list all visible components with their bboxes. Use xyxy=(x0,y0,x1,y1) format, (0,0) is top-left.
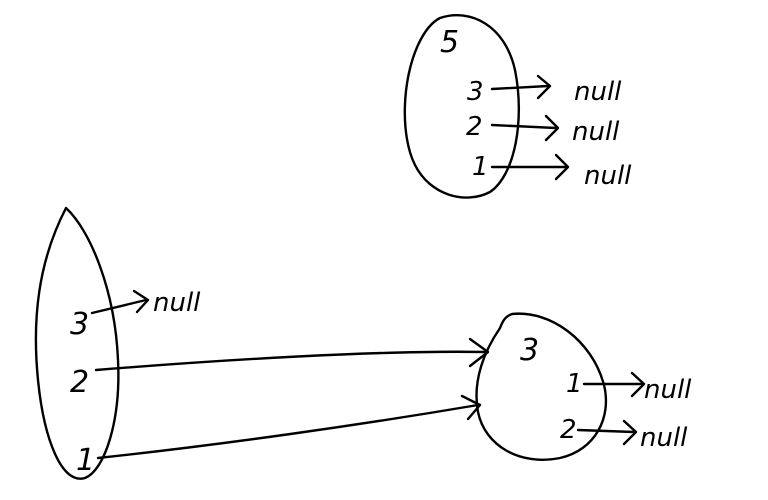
top-node-outline xyxy=(403,14,521,199)
right-node: 3 1 null 2 null xyxy=(475,312,692,461)
arrow-head xyxy=(544,114,560,142)
arrow-head xyxy=(554,153,570,181)
right-entry-key: 1 xyxy=(566,369,583,399)
pointers xyxy=(94,337,490,460)
top-entry-key: 3 xyxy=(467,77,484,107)
pointer-2-head xyxy=(468,337,490,368)
null-label: null xyxy=(572,117,620,147)
arrow-line xyxy=(90,298,148,315)
null-label: null xyxy=(640,423,688,453)
null-label: null xyxy=(584,161,632,191)
arrow-line xyxy=(490,123,558,130)
left-entry-key: 2 xyxy=(70,365,89,400)
arrow-line xyxy=(576,428,636,434)
arrow-head xyxy=(132,289,150,314)
pointer-1-head xyxy=(460,394,482,421)
left-node-outline xyxy=(34,206,120,480)
arrow-head xyxy=(622,419,638,446)
null-label: null xyxy=(574,77,622,107)
top-entry-key: 1 xyxy=(472,152,489,182)
left-entry-key: 3 xyxy=(70,307,89,342)
left-entry-key: 1 xyxy=(76,443,95,478)
right-node-outline xyxy=(475,312,608,461)
top-entry-key: 2 xyxy=(466,112,483,142)
arrow-head xyxy=(630,371,646,398)
left-node: 3 null 2 1 xyxy=(34,206,201,480)
top-node-label: 5 xyxy=(440,25,459,60)
arrow-head xyxy=(536,74,552,100)
pointer-1-line xyxy=(96,403,480,460)
pointer-2-line xyxy=(94,350,488,372)
top-node: 5 3 null 2 null 1 null xyxy=(403,14,632,199)
right-node-label: 3 xyxy=(520,333,539,368)
null-label: null xyxy=(153,288,201,318)
arrow-line xyxy=(490,84,550,91)
null-label: null xyxy=(644,375,692,405)
right-entry-key: 2 xyxy=(560,415,577,445)
